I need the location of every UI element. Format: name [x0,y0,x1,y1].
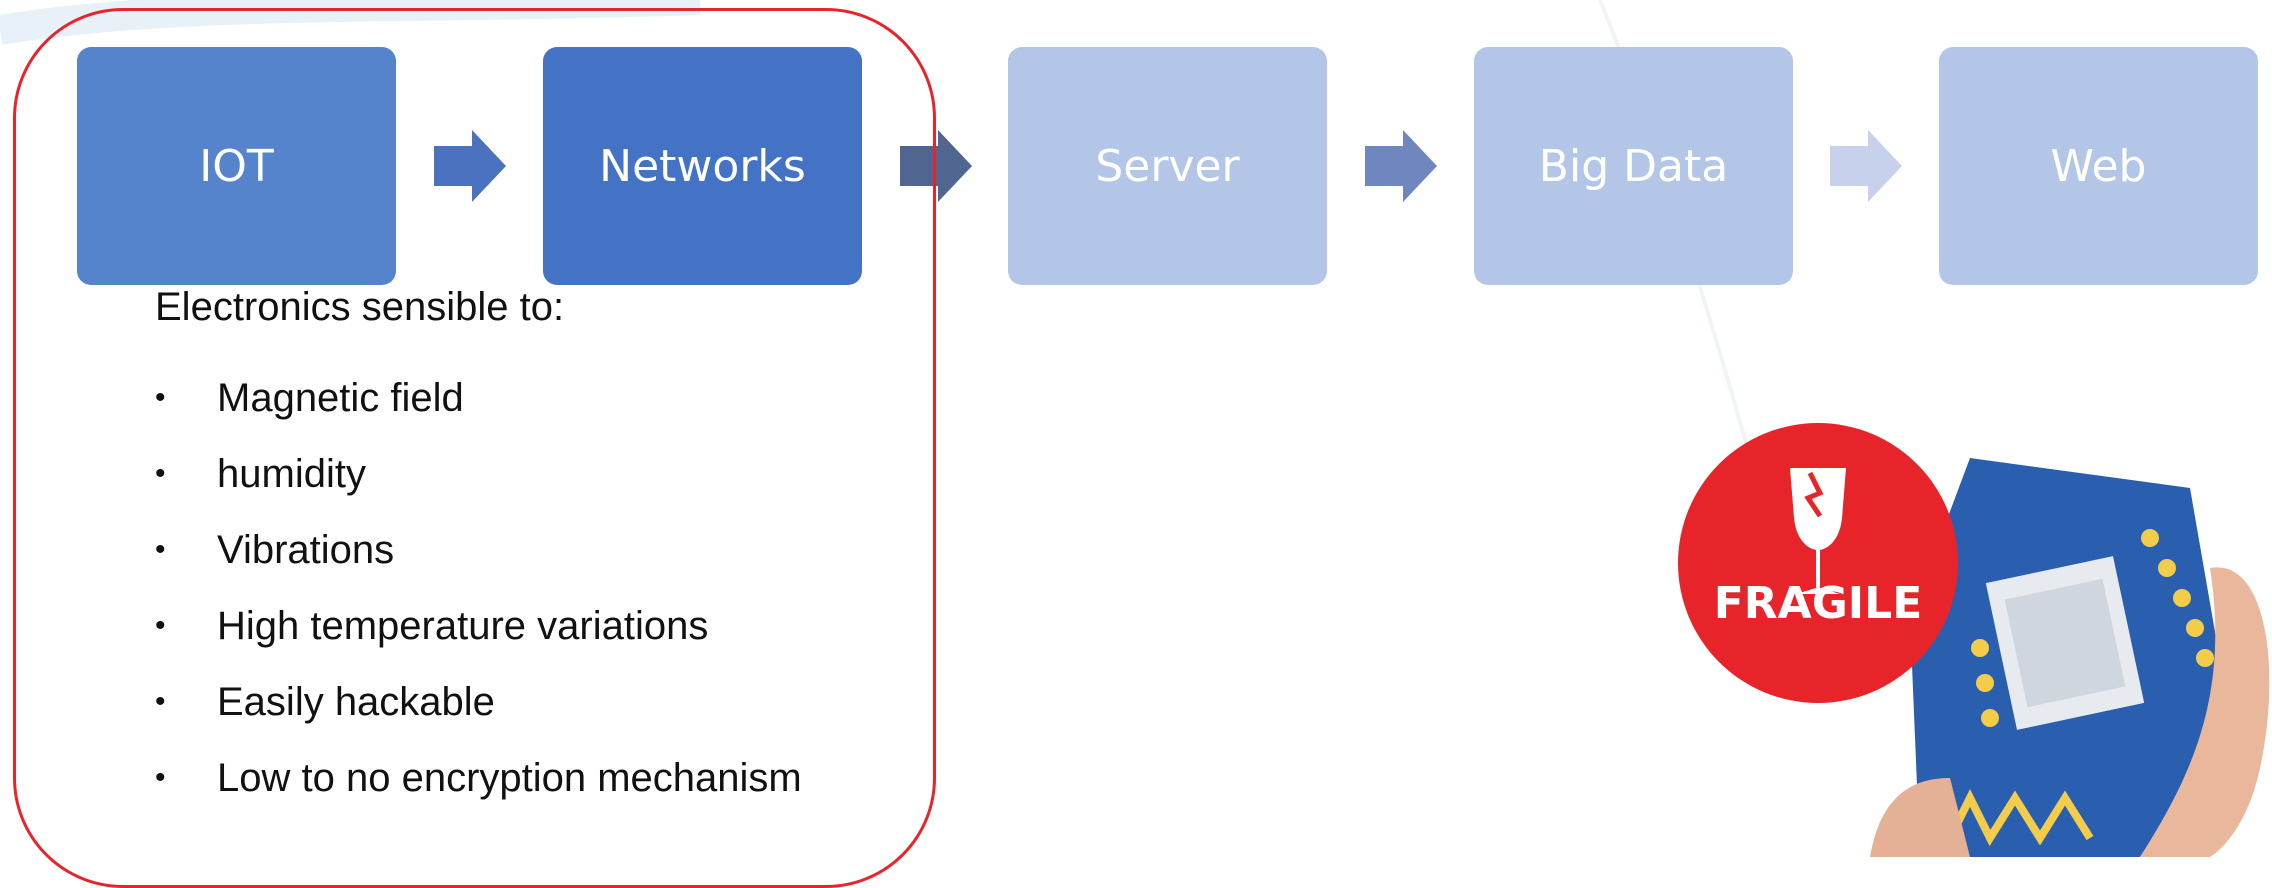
bullet-icon: • [155,533,166,566]
flow-step-label: Server [1095,140,1240,192]
list-title: Electronics sensible to: [155,285,565,329]
flow-arrow [1830,130,1902,202]
bullet-icon: • [155,685,166,718]
list-item-text: humidity [217,451,366,496]
list-item-text: Vibrations [217,527,395,572]
weakness-list: • Magnetic field • humidity • Vibrations • H… [155,360,802,816]
microcontroller-board-icon [1910,458,2230,857]
flow-step-iot: IOT [77,47,396,285]
bullet-icon: • [155,761,166,794]
flow-step-server: Server [1008,47,1327,285]
flow-step-web: Web [1939,47,2258,285]
list-item-text: High temperature variations [217,603,709,648]
list-item: • Low to no encryption mechanism [155,740,802,816]
bullet-icon: • [155,381,166,414]
flow-step-label: Networks [599,140,806,192]
flow-step-label: Big Data [1538,140,1729,192]
flow-arrow [434,130,506,202]
list-item-text: Magnetic field [217,375,464,420]
bullet-icon: • [155,609,166,642]
fragile-label: FRAGILE [1714,578,1923,629]
list-item: • Magnetic field [155,360,802,436]
flow-arrow [900,130,972,202]
hand-shape [2140,567,2270,857]
flow-step-big-data: Big Data [1474,47,1793,285]
list-item: • Easily hackable [155,664,802,740]
list-item: • humidity [155,436,802,512]
fragile-board-image: FRAGILE [1678,423,2270,857]
bullet-icon: • [155,457,166,490]
broken-glass-icon [1790,468,1846,594]
list-item-text: Easily hackable [217,679,495,724]
flow-step-label: Web [2050,140,2147,192]
list-item: • Vibrations [155,512,802,588]
flow-arrow [1365,130,1437,202]
list-item: • High temperature variations [155,588,802,664]
flow-step-label: IOT [199,140,274,192]
flow-step-networks: Networks [543,47,862,285]
fragile-badge: FRAGILE [1678,423,1958,703]
list-item-text: Low to no encryption mechanism [217,755,802,800]
